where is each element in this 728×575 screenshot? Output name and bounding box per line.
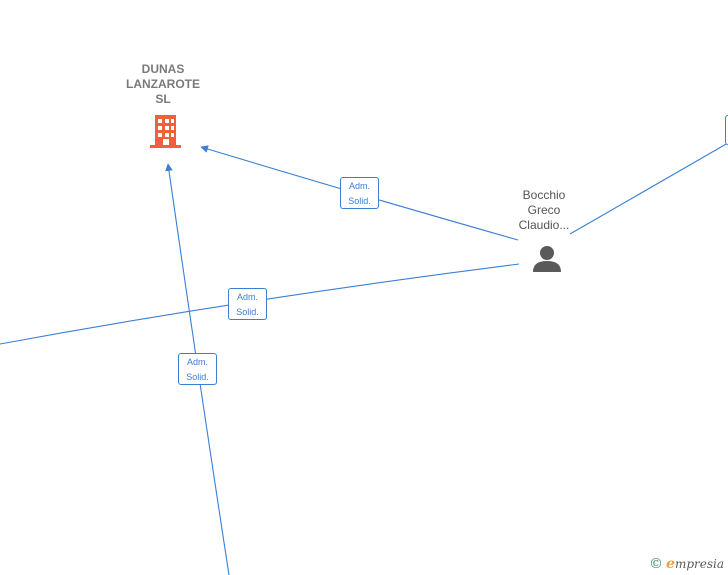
person-name[interactable]: Bocchio Greco Claudio... — [518, 188, 570, 232]
brand-watermark: ©empresia — [649, 556, 724, 572]
company-name[interactable]: DUNAS LANZAROTE SL — [126, 62, 200, 106]
edge-label-adm-solid[interactable]: Adm. Solid. — [228, 288, 267, 320]
edge-person-to-top-right[interactable] — [569, 142, 728, 235]
offscreen-node[interactable] — [725, 115, 728, 145]
copyright-icon: © — [649, 556, 664, 572]
brand-logo-text: mpresia — [674, 557, 724, 571]
person-icon[interactable] — [533, 246, 561, 272]
edge-label-adm-solid[interactable]: Adm. Solid. — [340, 177, 379, 209]
edge-label-adm-solid[interactable]: Adm. Solid. — [178, 353, 217, 385]
building-icon[interactable] — [150, 115, 181, 148]
brand-logo-initial: e — [666, 556, 675, 572]
